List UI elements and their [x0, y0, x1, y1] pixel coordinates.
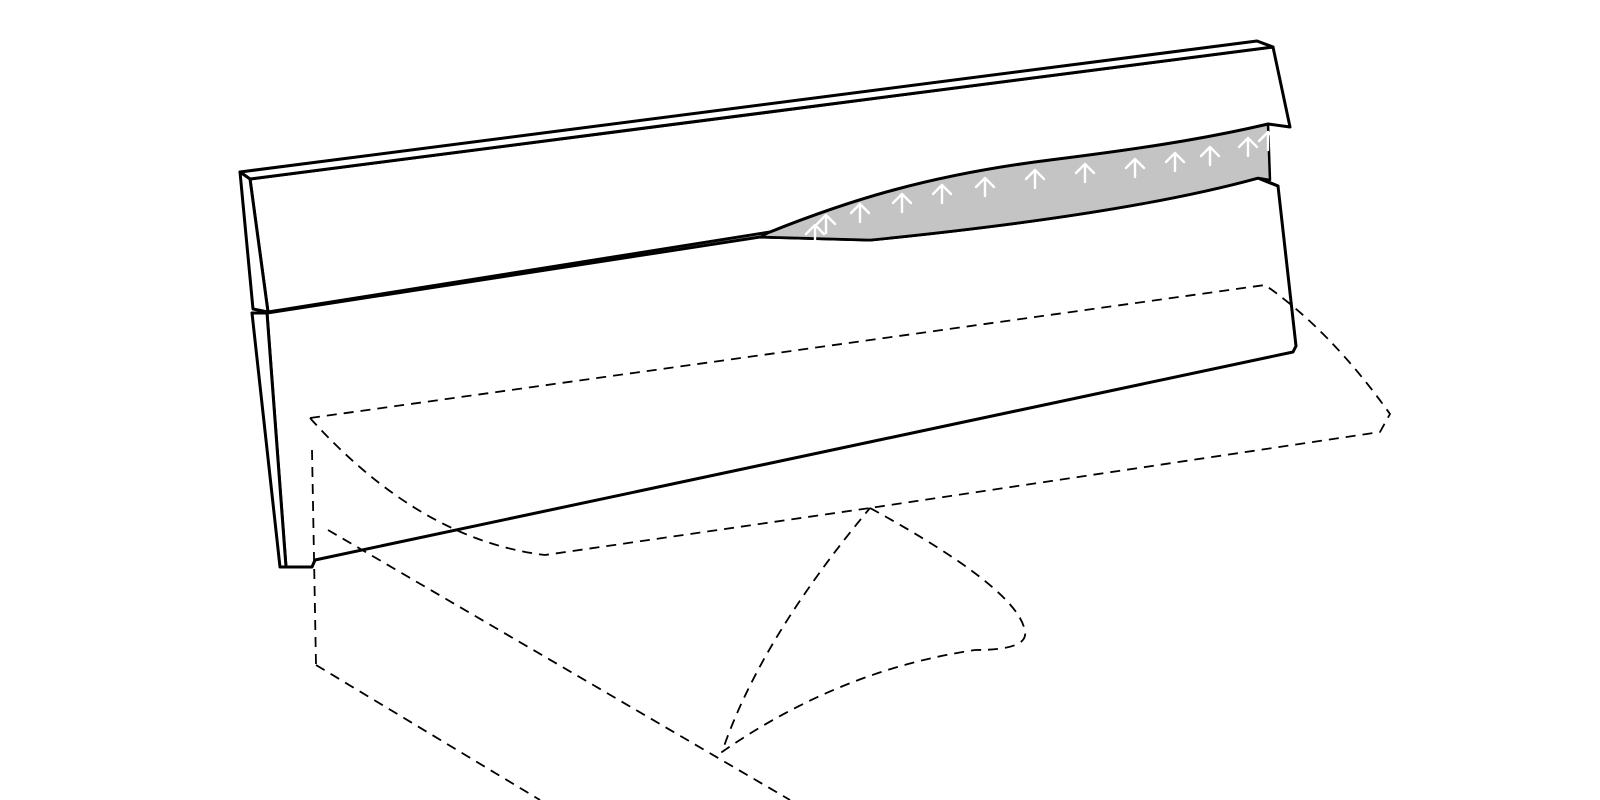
arrow-up-icon [974, 176, 996, 198]
hidden-left-vertical [311, 449, 317, 666]
arrow-up-icon [804, 223, 826, 245]
arrow-up-icon [849, 202, 871, 224]
arrow-up-icon [1074, 162, 1096, 184]
arrow-up-icon [1237, 136, 1259, 158]
arrow-up-icon [1257, 130, 1279, 152]
arrow-up-icon [931, 183, 953, 205]
arrow-up-icon [891, 192, 913, 214]
arrow-up-icon [1124, 157, 1146, 179]
upper-panel-left-edge [238, 170, 270, 314]
arrow-up-icon [1164, 151, 1186, 173]
arrow-up-icon [815, 213, 837, 235]
hidden-front-side [327, 529, 791, 800]
arrow-up-icon [1024, 168, 1046, 190]
hidden-bottom-side [315, 664, 541, 800]
hidden-object [309, 284, 1391, 800]
upper-panel [238, 39, 1292, 314]
hidden-top-rectangle [309, 284, 1391, 509]
hidden-flap [721, 507, 1026, 753]
arrow-up-icon [1199, 145, 1221, 167]
arrow-group [804, 130, 1279, 245]
upper-panel-face [248, 45, 1292, 314]
hidden-left-curve [309, 417, 871, 556]
